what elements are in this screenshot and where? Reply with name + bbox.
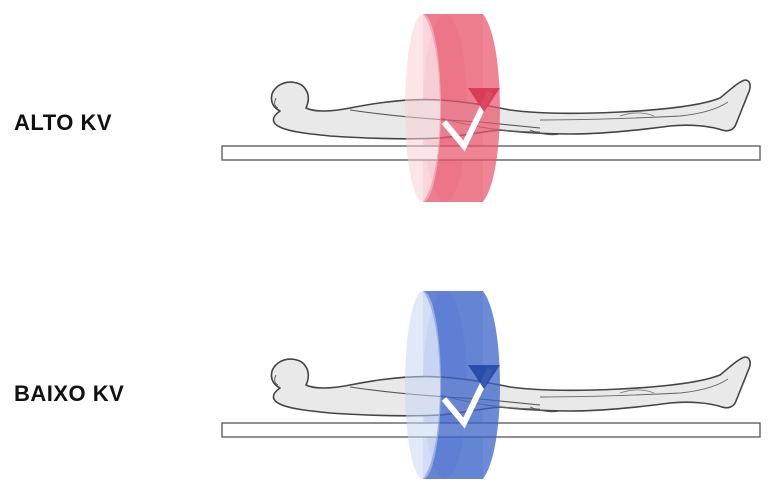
high-kv-ring-front (405, 14, 500, 202)
patient-body-bottom (271, 357, 750, 416)
patient-body-top (271, 80, 750, 139)
low-kv-scene (222, 291, 760, 479)
low-kv-ring-front (405, 291, 500, 479)
high-kv-scene (222, 14, 760, 202)
